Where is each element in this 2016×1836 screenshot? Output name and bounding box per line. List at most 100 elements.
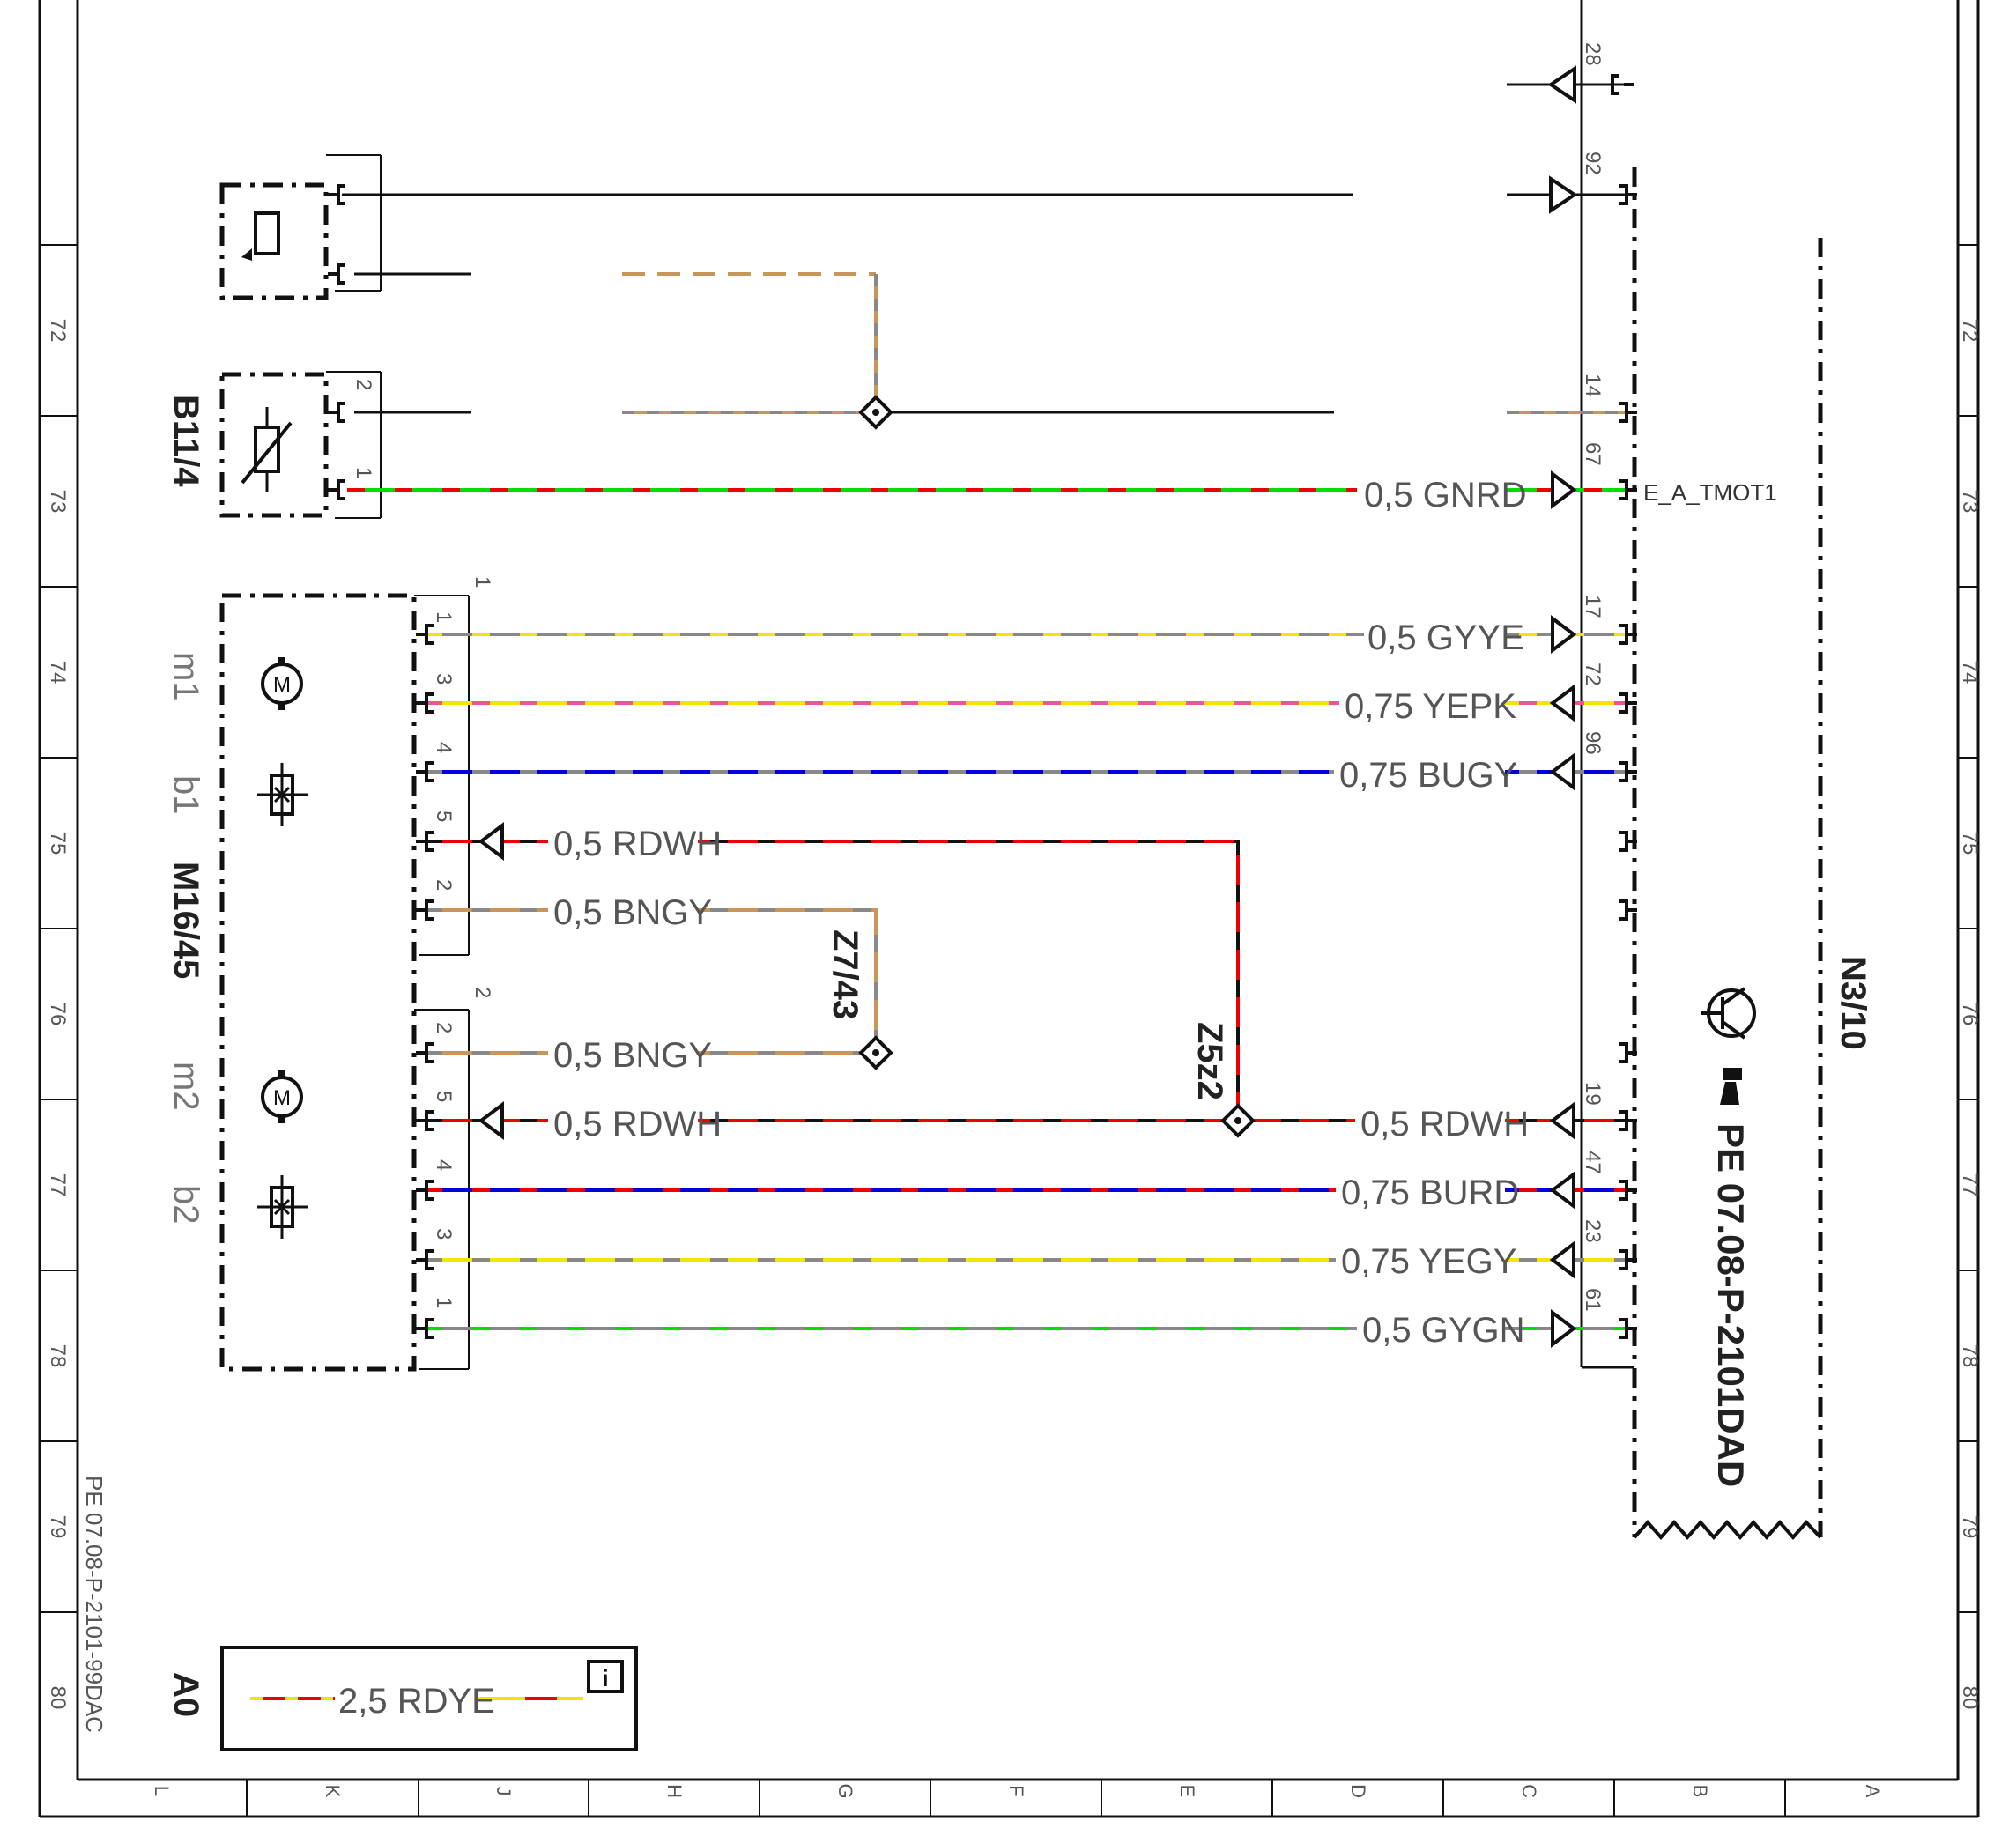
connector-arrow (1549, 752, 1575, 791)
a0-label: A0 (167, 1672, 205, 1717)
sheet-id: PE 07.08-P-2101-99DAC (81, 1476, 107, 1733)
motor-symbol-text: M (273, 1086, 291, 1110)
pin-mark (416, 1042, 434, 1063)
pin-mark (1619, 624, 1637, 645)
connector-arrow (1549, 1101, 1575, 1140)
pin-mark (1619, 1249, 1637, 1270)
connector-arrow (1549, 1171, 1575, 1210)
pin-mark (1619, 692, 1637, 714)
z5z2-label: Z5z2 (1190, 1022, 1229, 1100)
row-numbers-left: 72 73 74 75 76 77 78 79 80 (46, 319, 70, 1710)
top-wires (342, 65, 1634, 414)
connector-arrow (1551, 1309, 1577, 1348)
pin-number: 4 (432, 742, 456, 753)
z7-43-label: Z7/43 (826, 929, 864, 1019)
pin-number: 17 (1581, 595, 1605, 618)
pin-number: 1 (432, 611, 456, 623)
row-number: 77 (1958, 1173, 1982, 1197)
wire-label-gyye: 0,5 GYYE (1367, 618, 1524, 657)
pin-number: 92 (1581, 152, 1605, 175)
column-letter: E (1176, 1785, 1198, 1798)
row-number: 76 (46, 1003, 70, 1026)
b11-4-label: B11/4 (167, 395, 205, 487)
pin-number: 5 (432, 1091, 456, 1102)
pin-number: 28 (1581, 42, 1605, 66)
pin-mark (1619, 479, 1637, 500)
column-letter: D (1347, 1784, 1369, 1798)
wire-label-bngy-2: 0,5 BNGY (553, 1036, 712, 1075)
wire-label-burd: 0,75 BURD (1341, 1173, 1519, 1212)
a0-wire-label: 2,5 RDYE (338, 1682, 495, 1721)
pin-mark (1619, 1180, 1637, 1201)
pin-number: 2 (352, 379, 375, 390)
wire-label-rdwh-2: 0,5 RDWH (553, 1105, 722, 1144)
column-letter: J (493, 1787, 515, 1796)
pin-mark (1619, 402, 1637, 423)
pin-number: 67 (1581, 442, 1605, 466)
pin-number: 2 (432, 1022, 456, 1033)
pin-number: 5 (432, 811, 456, 822)
connector-arrow (1549, 684, 1575, 722)
row-number: 72 (46, 319, 70, 343)
pin-mark (1619, 1042, 1637, 1063)
row-number: 76 (1958, 1003, 1982, 1026)
pin-number: 4 (432, 1159, 456, 1171)
connector-arrow (1551, 470, 1577, 509)
pin-mark (416, 1180, 434, 1201)
pin-mark (416, 761, 434, 782)
junction-z5z2-dot (1234, 1117, 1241, 1124)
hand-pointer-icon (1720, 1068, 1742, 1105)
pin-mark (1619, 831, 1637, 852)
m16-45-sub-b1: b1 (167, 775, 205, 815)
pin-mark (1619, 184, 1637, 205)
row-number: 78 (1958, 1344, 1982, 1368)
row-number: 80 (1958, 1686, 1982, 1710)
m16-45-sub-b2: b2 (167, 1185, 205, 1225)
pin-number: 72 (1581, 663, 1605, 686)
signal-label: E_A_TMOT1 (1643, 479, 1777, 506)
sensor-box-top (219, 154, 382, 300)
column-letter: C (1518, 1784, 1540, 1798)
wire-label-gygn: 0,5 GYGN (1362, 1311, 1525, 1350)
n3-10-label: N3/10 (1834, 956, 1872, 1050)
pin-mark (416, 899, 434, 921)
row-numbers-right: 72 73 74 75 76 77 78 79 80 (1958, 319, 1982, 1710)
column-letter: A (1862, 1785, 1884, 1798)
connector-arrow (478, 1101, 504, 1140)
pin-mark (1619, 1318, 1637, 1339)
row-number: 77 (46, 1173, 70, 1197)
row-number: 73 (46, 490, 70, 514)
pin-mark (416, 1110, 434, 1131)
pin-number: 1 (432, 1297, 456, 1308)
pin-mark (416, 831, 434, 852)
pin-number: 3 (432, 673, 456, 685)
junction-z7-43-dot (872, 1049, 879, 1056)
pin-mark (416, 692, 434, 714)
m16-45-sub-m1: m1 (167, 652, 205, 701)
column-letter: K (322, 1785, 344, 1798)
pin-mark (416, 1318, 434, 1339)
pin-number: 61 (1581, 1288, 1605, 1312)
wire-label-rdwh-3: 0,5 RDWH (1360, 1105, 1529, 1144)
connector-label: 1 (471, 576, 494, 588)
connector-arrow (1549, 1240, 1575, 1279)
n3-10-reference: PE 07.08-P-2101DAD (1710, 1123, 1752, 1487)
m16-45-pins: 1 3 4 5 2 2 5 4 3 1 (432, 611, 456, 1308)
wire-label-gnrd: 0,5 GNRD (1364, 476, 1527, 515)
connector-arrow (478, 822, 504, 861)
pin-mark (416, 1249, 434, 1270)
wire-label-rdwh-1: 0,5 RDWH (553, 825, 722, 863)
wire-label-yegy: 0,75 YEGY (1341, 1242, 1516, 1281)
n3-10-connector (1580, 0, 1823, 1541)
wire-rdwh-1-stripe (425, 840, 1240, 1121)
column-letter: B (1689, 1785, 1711, 1798)
pin-number: 3 (432, 1228, 456, 1240)
row-number: 79 (46, 1515, 70, 1539)
a0-legend: 2,5 RDYE i (220, 1646, 638, 1751)
row-number: 74 (46, 661, 70, 685)
info-icon (587, 1660, 624, 1693)
pin-mark (416, 624, 434, 645)
pin-mark (1619, 1110, 1637, 1131)
column-letter: H (663, 1784, 686, 1798)
